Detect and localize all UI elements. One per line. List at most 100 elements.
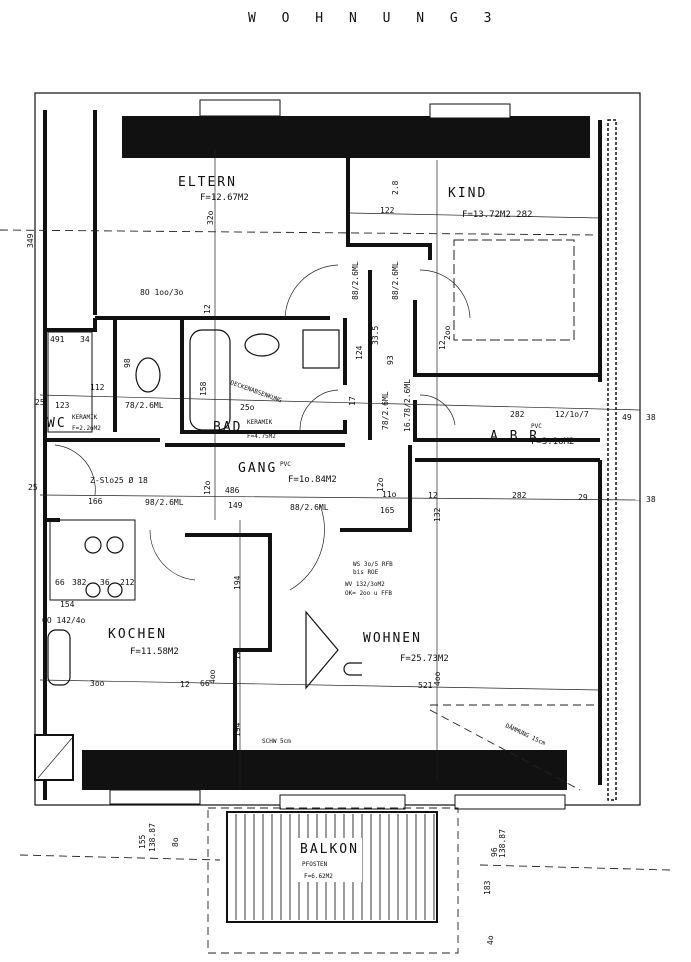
dimension-label: 521 [418, 681, 433, 690]
room-area-eltern: F=12.67M2 [200, 193, 249, 203]
dimension-label: 132 [433, 507, 442, 522]
dimension-label: 78/2.6ML [381, 391, 390, 430]
dimension-label: 25 [28, 483, 38, 492]
dimension-label: 29 [578, 493, 588, 502]
dimension-label: 282 [512, 491, 527, 500]
dimension-label: 16.78/2.6ML [403, 379, 412, 432]
dimension-lines [0, 150, 671, 871]
dimension-label: 88/2.6ML [391, 261, 400, 300]
room-name-bad: BAD [213, 420, 242, 435]
note-ws: WS 3o/5 RFB [353, 561, 393, 568]
dimension-label: 155 [138, 834, 147, 849]
dimension-label: 158 [199, 381, 208, 396]
dimension-label: 12 [428, 491, 438, 500]
note-bis-roe: bis ROE [353, 569, 379, 576]
dimension-label: 12o [203, 480, 212, 495]
washing-machine [302, 329, 340, 369]
note-wv: WV 132/3oM2 [345, 581, 385, 588]
dimension-label: OO 142/4o [42, 616, 86, 625]
dimension-label: 38 [646, 413, 656, 422]
door-swings [54, 264, 471, 591]
dimension-label: 154 [60, 600, 75, 609]
room-name-kind: KIND [448, 186, 487, 201]
dimension-label: 138.87 [148, 823, 157, 852]
dimension-label: 38 [646, 495, 656, 504]
dimension-label: 32o [206, 210, 215, 225]
room-name-wohnen: WOHNEN [363, 631, 422, 646]
dimension-label: 49 [622, 413, 632, 422]
dimension-label: 96 [490, 847, 499, 857]
dimension-label: 2.8 [391, 180, 400, 195]
dimension-label: 3oo [90, 679, 105, 688]
dimension-label: 194 [233, 575, 242, 590]
room-area-kochen: F=11.58M2 [130, 647, 179, 657]
dimension-label: 382 [72, 578, 87, 587]
dimension-label: 282 [510, 410, 525, 419]
room-area-kind: F=13.72M2 282 [462, 210, 532, 220]
dimension-label: 98 [123, 358, 132, 368]
dimension-label: 98/2.6ML [145, 498, 184, 507]
dimension-label: 88/2.6ML [290, 503, 329, 512]
dimension-label: 112 [90, 383, 105, 392]
dimension-label: 66 [200, 679, 210, 688]
dimension-label: 349 [26, 233, 35, 248]
balcony [207, 807, 459, 954]
dimension-label: 183 [483, 880, 492, 895]
dimension-label: 138.87 [498, 829, 507, 858]
dimension-label: 34 [80, 335, 90, 344]
top-wall-insulation [122, 116, 590, 158]
dimension-label: 12/1o/7 [555, 410, 589, 419]
room-area-gang: F=1o.84M2 [288, 475, 337, 485]
dimension-label: 12 [180, 680, 190, 689]
room-area-wohnen: F=25.73M2 [400, 654, 449, 664]
dimension-label: 123 [55, 401, 70, 410]
dimension-label: 8O 1oo/3o [140, 288, 184, 297]
room-floor-wc: KERAMIK [72, 414, 98, 421]
room-floor-bad: KERAMIK [247, 419, 273, 426]
interior-walls [45, 118, 600, 750]
wc-toilet [135, 357, 161, 393]
dimension-label: 12 [233, 650, 242, 660]
room-sub-balkon: PFOSTEN [302, 861, 328, 868]
chimney-symbol [305, 610, 339, 690]
outer-walls [34, 92, 641, 810]
room-name-wc: WC [47, 416, 67, 431]
dimension-label: 93 [386, 355, 395, 365]
room-area-abr: F=3.1oM2 [531, 437, 574, 447]
note-deckenabsenkung: DECKENABSENKUNG [229, 379, 283, 404]
dimension-label: 124 [355, 345, 364, 360]
dimension-label: 25 [35, 398, 45, 407]
dimension-label: 486 [225, 486, 240, 495]
note-daemmung: DÄMMUNG 15cm [504, 722, 547, 747]
note-z-sl: Z-Slo25 Ø 18 [90, 475, 148, 485]
room-area-wc: F=2.2oM2 [72, 425, 101, 432]
annotations: DECKENABSENKUNG WS 3o/5 RFB bis ROE WV 1… [90, 379, 547, 747]
dimension-label: 491 [50, 335, 65, 344]
dimension-label: 149 [228, 501, 243, 510]
dimension-label: 12 [203, 304, 212, 314]
dimension-label: 88/2.6ML [351, 261, 360, 300]
dimension-label: 166 [88, 497, 103, 506]
dimension-label: 78/2.6ML [125, 401, 164, 410]
bad-sink [244, 333, 280, 357]
room-labels: ELTERN F=12.67M2 KIND F=13.72M2 282 WC K… [47, 175, 574, 882]
dimension-label: 4oo [208, 669, 217, 684]
dimension-label: 11o [382, 490, 397, 499]
dimension-label: 12o [376, 477, 385, 492]
note-ok: OK= 2oo u FFB [345, 590, 392, 597]
room-floor-abr: PVC [531, 423, 542, 430]
dimension-label: 33.5 [371, 326, 380, 345]
room-name-balkon: BALKON [300, 842, 359, 857]
dimension-label: 12 [438, 340, 447, 350]
dimension-label: 122 [380, 206, 395, 215]
dimension-label: 17 [348, 396, 357, 406]
plan-title: W O H N U N G 3 [248, 11, 500, 26]
dimension-label: 165 [380, 506, 395, 515]
dimension-label: 8o [171, 837, 180, 847]
dimension-labels: 349 32o 2.8 122 8O 1oo/3o 12 88/2.6ML 88/2.6ML 3… [26, 180, 656, 945]
dimension-label: 194 [233, 722, 242, 737]
dimension-label: 66 [55, 578, 65, 587]
dimension-label: 2oo [443, 325, 452, 340]
bathtub [189, 329, 231, 431]
